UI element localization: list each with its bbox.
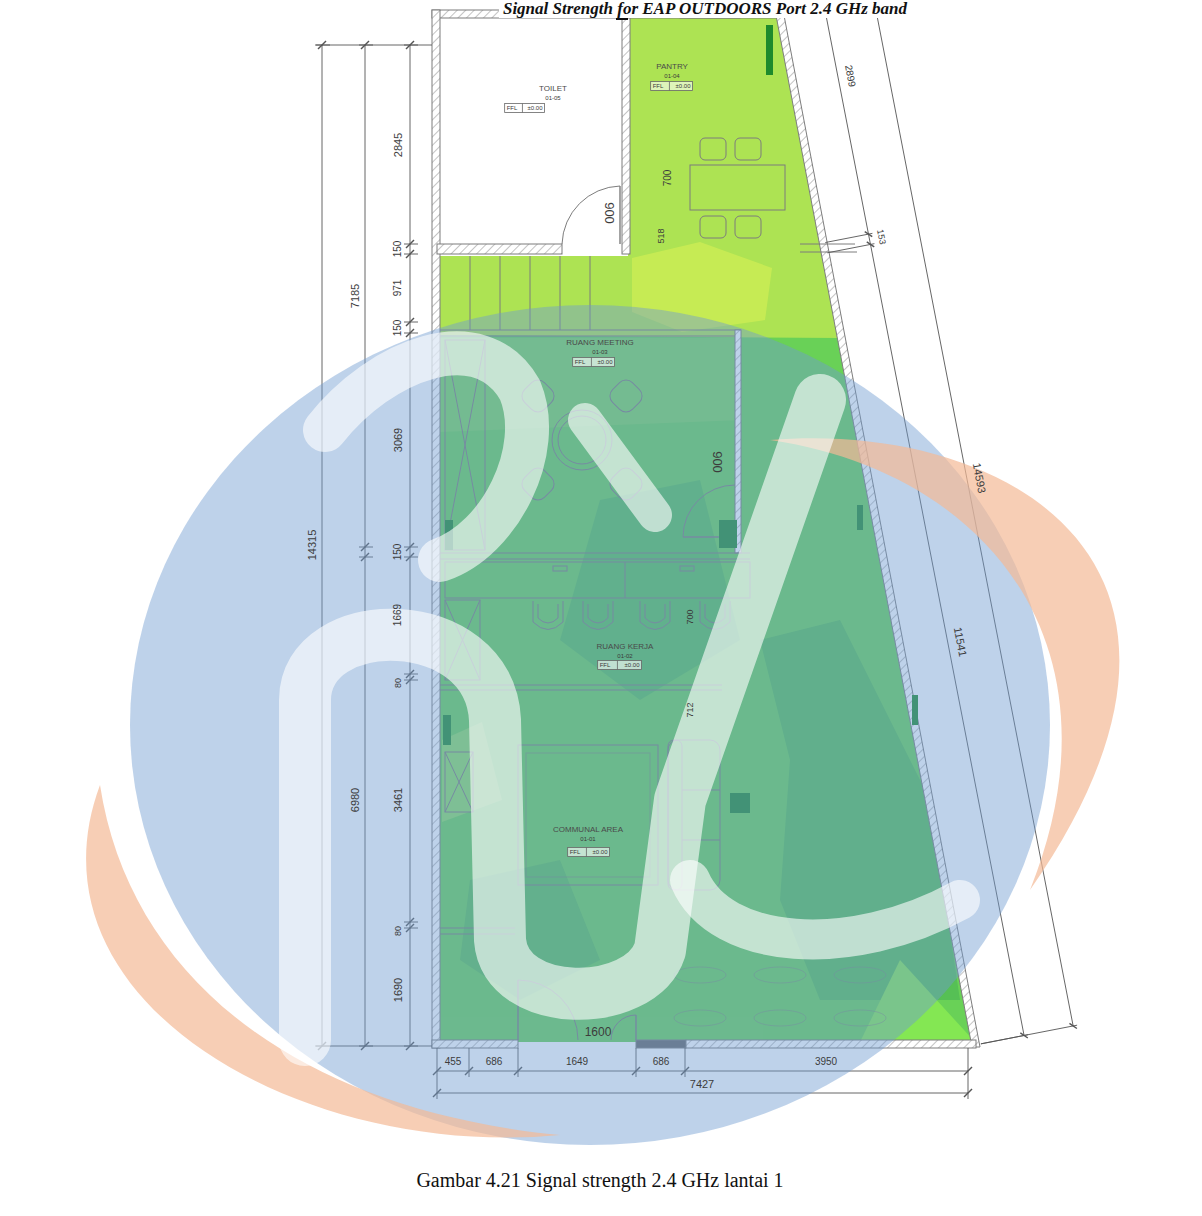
- extension-line: [404, 254, 418, 255]
- floor-level-box: [598, 661, 642, 670]
- dimension-label: 80: [394, 926, 403, 936]
- room-code: 01-03: [592, 349, 607, 355]
- floor-level-divider: [617, 661, 618, 670]
- dimension-label: 971: [393, 280, 403, 297]
- dimension-label: 2845: [393, 133, 404, 157]
- dimension-label: 3950: [815, 1057, 837, 1067]
- extension-line: [968, 1048, 969, 1077]
- floor-level-tag: FFL: [575, 359, 586, 365]
- extension-line: [359, 45, 373, 46]
- extension-line: [316, 45, 330, 46]
- figure-title: Signal Strength for EAP OUTDOORS Port 2.…: [499, 0, 911, 18]
- dimension-label: 80: [394, 678, 403, 688]
- room-name: COMMUNAL AREA: [553, 826, 623, 834]
- dimension-label: 1690: [393, 978, 404, 1002]
- dimension-label: 7185: [350, 284, 361, 308]
- chair: [735, 138, 761, 160]
- extension-line: [825, 233, 872, 242]
- dimension-label: 1649: [566, 1057, 588, 1067]
- extension-line: [404, 322, 418, 323]
- dimension-label: 900: [603, 202, 616, 224]
- room-code: 01-04: [664, 73, 679, 79]
- room-code: 01-02: [617, 653, 632, 659]
- dimension-label: 686: [653, 1057, 670, 1067]
- dimension-label: 7427: [690, 1079, 714, 1090]
- door-leaf: [619, 186, 620, 244]
- dimension-label: 3461: [393, 788, 404, 812]
- logo-stroke: [585, 420, 655, 515]
- dimension-label: 686: [486, 1057, 503, 1067]
- dimension-label: 150: [393, 320, 403, 337]
- logo-stroke: [690, 880, 960, 939]
- wall: [437, 244, 562, 254]
- dimension-label: 150: [393, 241, 403, 258]
- floor-level-tag: FFL: [570, 849, 581, 855]
- floor-level-divider: [669, 82, 670, 91]
- floor-level-tag: FFL: [507, 105, 518, 111]
- floor-level-divider: [522, 104, 523, 113]
- dimension-label: 150: [393, 544, 403, 561]
- dimension-label: 14593: [971, 462, 988, 494]
- room-name: TOILET: [539, 85, 567, 93]
- logo-crescent: [770, 438, 1119, 890]
- floor-level-divider: [591, 358, 592, 367]
- floor-level-tag: ±0.00: [625, 662, 640, 668]
- extension-line: [968, 1077, 969, 1099]
- floor-level-box: [651, 82, 693, 91]
- floor-level-tag: ±0.00: [676, 83, 691, 89]
- room-code: 01-01: [580, 836, 595, 842]
- dimension-label: 1600: [585, 1026, 612, 1038]
- dimension-label: 11541: [952, 626, 968, 657]
- floor-level-divider: [586, 848, 587, 857]
- floor-level-boxes: [505, 82, 693, 857]
- floor-level-box: [568, 848, 610, 857]
- floor-level-tag: FFL: [653, 83, 664, 89]
- floor-level-box: [573, 358, 615, 367]
- extension-line: [404, 333, 418, 334]
- dimension-label: 153: [875, 229, 887, 245]
- stair-line: [470, 256, 471, 330]
- chair: [700, 138, 726, 160]
- extension-line: [404, 45, 418, 46]
- extension-line: [827, 244, 874, 253]
- floor-level-box: [505, 104, 545, 113]
- room-name: RUANG MEETING: [566, 339, 634, 347]
- logo-disc: [130, 305, 1050, 1145]
- room-name: RUANG KERJA: [597, 643, 654, 651]
- extension-line: [404, 244, 418, 245]
- signal-area-weak: [440, 18, 840, 338]
- table: [690, 165, 785, 210]
- dimension-label: 2899: [843, 64, 857, 88]
- door-swing: [562, 186, 620, 244]
- chair: [700, 216, 726, 238]
- floor-level-tag: ±0.00: [598, 359, 613, 365]
- logo-stroke: [325, 353, 527, 560]
- dimension-label: 6980: [350, 788, 361, 812]
- dimension-label: 455: [445, 1057, 462, 1067]
- extension-line: [315, 45, 432, 46]
- dimension-label: 518: [657, 228, 666, 243]
- access-point: [766, 25, 773, 75]
- wall: [622, 18, 630, 254]
- floor-level-tag: ±0.00: [593, 849, 608, 855]
- room-name: PANTRY: [656, 63, 688, 71]
- dimension-label: 14315: [307, 530, 318, 561]
- extension-line: [981, 1025, 1077, 1044]
- dimension-label: 700: [686, 609, 695, 624]
- wall-line: [800, 244, 855, 245]
- figure-caption: Gambar 4.21 Signal strength 2.4 GHz lant…: [416, 1168, 783, 1192]
- dimension-label: 700: [663, 170, 673, 187]
- floor-level-tag: FFL: [600, 662, 611, 668]
- chair: [735, 216, 761, 238]
- floor-level-tag: ±0.00: [528, 105, 543, 111]
- dimension-label: 900: [711, 451, 724, 473]
- dimension-label: 3069: [393, 428, 404, 452]
- room-code: 01-05: [545, 95, 560, 101]
- dimension-label: 712: [686, 702, 695, 717]
- dimension-label: 1669: [393, 604, 403, 626]
- watermark-logo: [86, 305, 1119, 1145]
